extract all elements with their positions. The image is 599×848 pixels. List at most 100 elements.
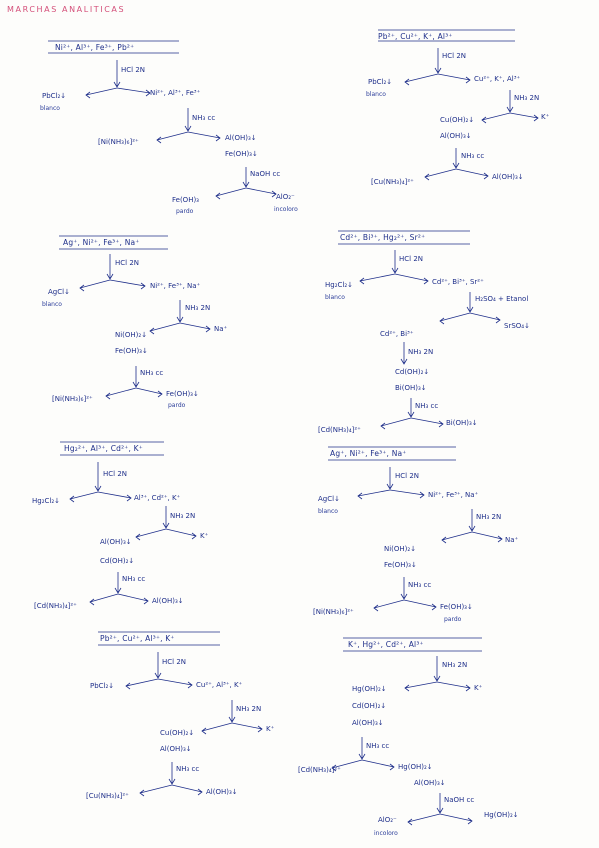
reagent-label: NH₃ cc [192,114,216,122]
precipitate-label: Cd(OH)₂↓ [395,368,430,376]
ion-label: K⁺ [200,532,209,540]
precipitate-label: Fe(OH)₃↓ [115,347,148,355]
precipitate-label: Ni(OH)₂↓ [384,545,417,553]
precipitate-label: Hg₂Cl₂↓ [32,497,61,505]
color-label: incoloro [274,206,298,213]
color-label: blanco [40,105,60,112]
reagent-label: NH₃ cc [366,742,390,750]
precipitate-label: Cd(OH)₂↓ [352,702,387,710]
reagent-label: NH₃ cc [140,369,164,377]
ion-label: K⁺ [266,725,275,733]
reagent-label: HCl 2N [103,470,128,478]
solution-label: Cd²⁺, Bi³⁺, Sr²⁺ [432,278,484,286]
precipitate-label: PbCl₂↓ [90,682,115,690]
precipitate-label: Fe(OH)₃↓ [225,150,258,158]
reagent-label: NaOH cc [444,796,475,804]
precipitate-label: AgCl↓ [48,288,70,296]
reagent-label: HCl 2N [399,255,424,263]
ion-label: Na⁺ [505,536,519,544]
color-label: pardo [168,402,186,409]
precipitate-label: Hg(OH)₂↓ [352,685,387,693]
precipitate-label: Al(OH)₃↓ [492,173,524,181]
color-label: blanco [42,301,62,308]
ion-label: AlO₂⁻ [378,816,397,824]
precipitate-label: Hg₂Cl₂↓ [325,281,354,289]
ion-label: AlO₂⁻ [276,193,295,201]
precipitate-label: Cd(OH)₂↓ [100,557,135,565]
complex-label: [Ni(NH₃)₆]²⁺ [98,138,139,146]
precipitate-label: Bi(OH)₃↓ [446,419,478,427]
precipitate-label: Al(OH)₃↓ [160,745,192,753]
marcha-header: Pb²⁺, Cu²⁺, Al³⁺, K⁺ [100,634,175,643]
marcha-header: Cd²⁺, Bi³⁺, Hg₂²⁺, Sr²⁺ [340,233,426,242]
solution-label: Cu²⁺, Al³⁺, K⁺ [196,681,243,689]
reagent-label: NH₃ 2N [514,94,540,102]
solution-label: Al³⁺, Cd²⁺, K⁺ [134,494,181,502]
ion-label: K⁺ [541,113,550,121]
solution-label: Cu²⁺, K⁺, Al³⁺ [474,75,521,83]
precipitate-label: Al(OH)₃↓ [352,719,384,727]
precipitate-label: Fe(OH)₃↓ [166,390,199,398]
page-title: MARCHAS ANALITICAS [7,5,126,14]
solution-label: Ni²⁺, Al³⁺, Fe³⁺ [150,89,201,97]
precipitate-label: PbCl₂↓ [368,78,393,86]
marcha-header: Hg₂²⁺, Al³⁺, Cd²⁺, K⁺ [64,444,143,453]
reagent-label: HCl 2N [162,658,187,666]
color-label: blanco [366,91,386,98]
precipitate-label: Al(OH)₃↓ [100,538,132,546]
solution-label: Ni²⁺, Fe³⁺, Na⁺ [150,282,201,290]
reagent-label: NH₃ 2N [442,661,468,669]
reagent-label: HCl 2N [121,66,146,74]
color-label: blanco [318,508,338,515]
reagent-label: NH₃ 2N [408,348,434,356]
precipitate-label: Cu(OH)₂↓ [160,729,195,737]
color-label: pardo [176,208,194,215]
reagent-label: NH₃ cc [122,575,146,583]
ion-label: K⁺ [474,684,483,692]
reagent-label: NH₃ cc [176,765,200,773]
precipitate-label: Al(OH)₃↓ [206,788,238,796]
complex-label: [Cd(NH₃)₄]²⁺ [318,426,361,434]
precipitate-label: Al(OH)₃↓ [440,132,472,140]
precipitate-label: Ni(OH)₂↓ [115,331,148,339]
precipitate-label: Fe(OH)₃ [172,196,199,204]
precipitate-label: Bi(OH)₃↓ [395,384,427,392]
complex-label: [Cu(NH₃)₄]²⁺ [371,178,414,186]
precipitate-label: PbCl₂↓ [42,92,67,100]
ion-label: Na⁺ [214,325,228,333]
marcha-header: Pb²⁺, Cu²⁺, K⁺, Al³⁺ [378,32,453,41]
reagent-label: NH₃ 2N [476,513,502,521]
reagent-label: HCl 2N [115,259,140,267]
precipitate-label: Hg(OH)₂↓ [398,763,433,771]
precipitate-label: Fe(OH)₃↓ [440,603,473,611]
marcha-header: Ag⁺, Ni²⁺, Fe³⁺, Na⁺ [63,238,140,247]
solution-label: Ni²⁺, Fe³⁺, Na⁺ [428,491,479,499]
reagent-label: H₂SO₄ + Etanol [475,295,529,303]
solution-label: Cd²⁺, Bi³⁺ [380,330,414,338]
reagent-label: NH₃ 2N [236,705,262,713]
precipitate-label: Al(OH)₃↓ [225,134,257,142]
marcha-header: K⁺, Hg²⁺, Cd²⁺, Al³⁺ [348,640,424,649]
reagent-label: NH₃ cc [415,402,439,410]
color-label: blanco [325,294,345,301]
complex-label: [Cu(NH₃)₄]²⁺ [86,792,129,800]
precipitate-label: Al(OH)₃↓ [152,597,184,605]
marcha-header: Ni²⁺, Al³⁺, Fe³⁺, Pb²⁺ [55,43,135,52]
complex-label: [Ni(NH₃)₆]²⁺ [313,608,354,616]
complex-label: [Ni(NH₃)₆]²⁺ [52,395,93,403]
precipitate-label: Cu(OH)₂↓ [440,116,475,124]
marcha-header: Ag⁺, Ni²⁺, Fe³⁺, Na⁺ [330,449,407,458]
reagent-label: NH₃ cc [408,581,432,589]
reagent-label: NH₃ cc [461,152,485,160]
complex-label: [Cd(NH₃)₄]²⁺ [298,766,341,774]
reagent-label: NH₃ 2N [185,304,211,312]
complex-label: [Cd(NH₃)₄]²⁺ [34,602,77,610]
precipitate-label: Al(OH)₃↓ [414,779,446,787]
precipitate-label: Hg(OH)₂↓ [484,811,519,819]
precipitate-label: SrSO₄↓ [504,322,530,330]
reagent-label: HCl 2N [442,52,467,60]
color-label: pardo [444,616,462,623]
reagent-label: NH₃ 2N [170,512,196,520]
precipitate-label: AgCl↓ [318,495,340,503]
